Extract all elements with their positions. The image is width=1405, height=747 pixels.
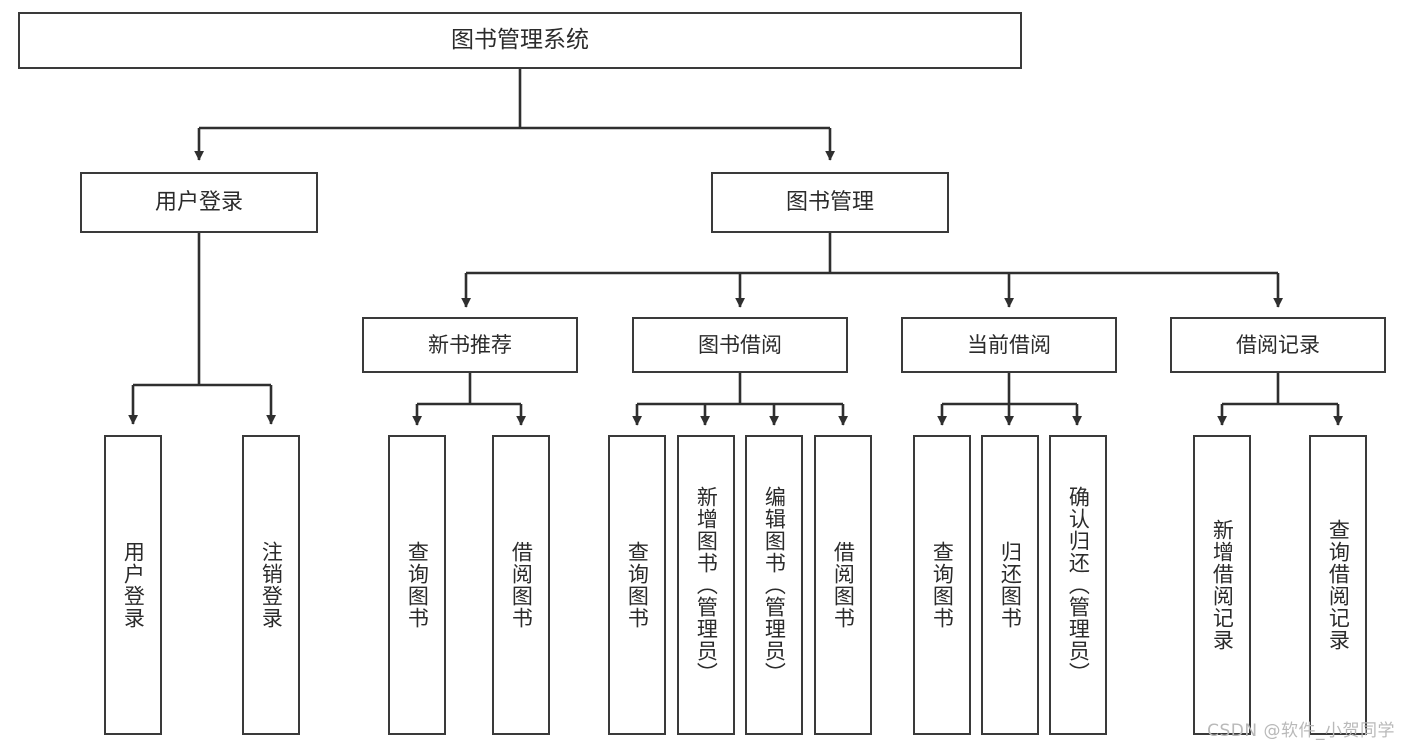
node-user-login[interactable]: 用户登录 (80, 172, 318, 233)
leaf-label: 用户登录 (121, 541, 146, 629)
leaf-borrow-record-query-record[interactable]: 查询借阅记录 (1309, 435, 1367, 735)
watermark-text: CSDN @软件_小贺同学 (1207, 721, 1395, 741)
leaf-user-login-login[interactable]: 用户登录 (104, 435, 162, 735)
node-label: 用户登录 (154, 189, 243, 215)
node-new-book-recommend[interactable]: 新书推荐 (362, 317, 578, 373)
leaf-user-login-logout[interactable]: 注销登录 (242, 435, 300, 735)
leaf-borrow-record-add-record[interactable]: 新增借阅记录 (1193, 435, 1251, 735)
node-root-book-management-system[interactable]: 图书管理系统 (18, 12, 1022, 69)
leaf-label: 确认归还（管理员） (1066, 486, 1091, 684)
leaf-current-borrow-return-book[interactable]: 归还图书 (981, 435, 1039, 735)
node-label: 借阅记录 (1236, 332, 1320, 357)
node-label: 新书推荐 (428, 332, 512, 357)
node-label: 图书管理系统 (451, 26, 589, 53)
leaf-label: 查询图书 (405, 541, 430, 629)
node-label: 图书管理 (785, 189, 874, 215)
leaf-label: 查询图书 (930, 541, 955, 629)
leaf-label: 查询图书 (625, 541, 650, 629)
leaf-book-borrow-query-book[interactable]: 查询图书 (608, 435, 666, 735)
node-book-borrow[interactable]: 图书借阅 (632, 317, 848, 373)
leaf-label: 新增借阅记录 (1210, 519, 1235, 651)
node-label: 图书借阅 (698, 332, 782, 357)
leaf-current-borrow-confirm-return-admin[interactable]: 确认归还（管理员） (1049, 435, 1107, 735)
leaf-label: 编辑图书（管理员） (762, 486, 787, 684)
leaf-new-book-query-book[interactable]: 查询图书 (388, 435, 446, 735)
leaf-book-borrow-borrow-book[interactable]: 借阅图书 (814, 435, 872, 735)
leaf-new-book-borrow-book[interactable]: 借阅图书 (492, 435, 550, 735)
leaf-label: 归还图书 (998, 541, 1023, 629)
node-label: 当前借阅 (967, 332, 1051, 357)
leaf-book-borrow-add-book-admin[interactable]: 新增图书（管理员） (677, 435, 735, 735)
leaf-book-borrow-edit-book-admin[interactable]: 编辑图书（管理员） (745, 435, 803, 735)
leaf-label: 注销登录 (259, 541, 284, 629)
node-borrow-record[interactable]: 借阅记录 (1170, 317, 1386, 373)
node-book-management[interactable]: 图书管理 (711, 172, 949, 233)
leaf-label: 借阅图书 (831, 541, 856, 629)
leaf-label: 借阅图书 (509, 541, 534, 629)
leaf-label: 查询借阅记录 (1326, 519, 1351, 651)
leaf-current-borrow-query-book[interactable]: 查询图书 (913, 435, 971, 735)
leaf-label: 新增图书（管理员） (694, 486, 719, 684)
node-current-borrow[interactable]: 当前借阅 (901, 317, 1117, 373)
csdn-watermark: CSDN @软件_小贺同学 (1207, 716, 1395, 741)
